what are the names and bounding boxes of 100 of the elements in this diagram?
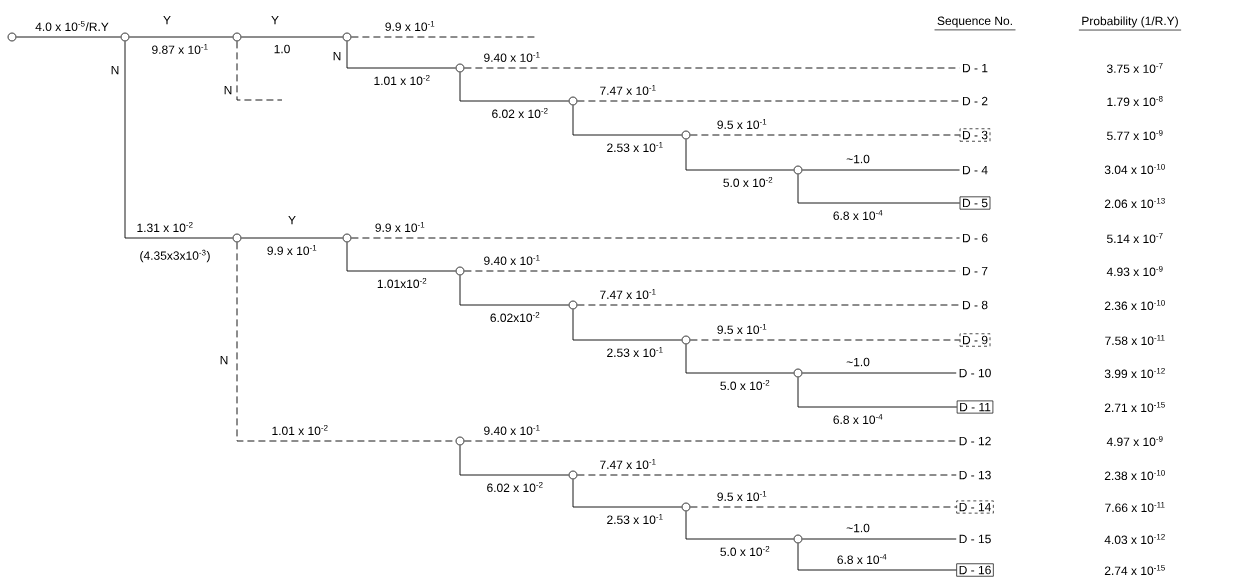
probability-label: 6.8 x 10$^{-4}$ bbox=[835, 553, 889, 565]
branch-line bbox=[236, 40, 283, 101]
probability-label: 6.02x10$^{-2}$ bbox=[488, 311, 542, 324]
probability-value: 3.99 x 10$^{-12}$ bbox=[1104, 368, 1165, 379]
branch-line bbox=[572, 308, 683, 341]
branch-line bbox=[346, 40, 457, 69]
probability-label: ~1.0 bbox=[845, 153, 871, 165]
branch-label: N bbox=[220, 355, 228, 365]
branch-line bbox=[572, 104, 683, 136]
branch-point bbox=[568, 96, 578, 106]
probability-value: 2.74 x 10$^{-15}$ bbox=[1104, 565, 1165, 575]
start-point bbox=[7, 32, 17, 42]
branch-line bbox=[459, 71, 570, 102]
probability-label: 5.0 x 10$^{-2}$ bbox=[718, 545, 772, 558]
probability-label: 9.5 x 10$^{-1}$ bbox=[715, 323, 769, 335]
branch-label: Y bbox=[271, 15, 279, 25]
sequence-label: D - 1 bbox=[963, 63, 988, 73]
branch-line bbox=[240, 237, 344, 239]
sequence-label: D - 6 bbox=[963, 233, 988, 243]
branch-line bbox=[350, 237, 960, 239]
branch-point bbox=[793, 368, 803, 378]
probability-label: 9.87 x 10$^{-1}$ bbox=[150, 43, 210, 55]
probability-label: 1.01x10$^{-2}$ bbox=[375, 277, 429, 290]
probability-label: 5.0 x 10$^{-2}$ bbox=[718, 379, 772, 392]
probability-value: 2.38 x 10$^{-10}$ bbox=[1104, 470, 1165, 481]
probability-label: 9.40 x 10$^{-1}$ bbox=[482, 424, 542, 436]
probability-value: 1.79 x 10$^{-8}$ bbox=[1107, 96, 1163, 107]
branch-point bbox=[455, 266, 465, 276]
probability-label: ~1.0 bbox=[845, 522, 871, 534]
column-header: Probability (1/R.Y) bbox=[1078, 16, 1182, 31]
branch-point bbox=[455, 63, 465, 73]
probability-value: 2.06 x 10$^{-13}$ bbox=[1104, 198, 1165, 209]
branch-line bbox=[459, 444, 570, 476]
probability-value: 7.66 x 10$^{-11}$ bbox=[1105, 502, 1165, 512]
branch-line bbox=[124, 40, 234, 239]
branch-line bbox=[128, 36, 234, 38]
probability-value: 5.14 x 10$^{-7}$ bbox=[1107, 233, 1163, 243]
branch-label: Y bbox=[163, 15, 171, 25]
branch-point bbox=[793, 534, 803, 544]
branch-line bbox=[801, 169, 960, 171]
sequence-label: D - 13 bbox=[959, 470, 991, 480]
branch-line bbox=[801, 538, 957, 540]
branch-line bbox=[797, 376, 958, 408]
branch-point bbox=[342, 32, 352, 42]
probability-value: 4.03 x 10$^{-12}$ bbox=[1104, 534, 1165, 545]
branch-point bbox=[455, 436, 465, 446]
sequence-label: D - 8 bbox=[963, 300, 988, 310]
probability-label: 5.0 x 10$^{-2}$ bbox=[721, 176, 775, 189]
probability-label: 6.02 x 10$^{-2}$ bbox=[485, 481, 545, 494]
branch-line bbox=[572, 478, 683, 508]
branch-point bbox=[342, 233, 352, 243]
sequence-box: D - 11 bbox=[956, 400, 994, 414]
probability-label: 9.5 x 10$^{-1}$ bbox=[715, 118, 769, 130]
probability-label: 1.01 x 10$^{-2}$ bbox=[270, 424, 330, 437]
probability-label: 6.8 x 10$^{-4}$ bbox=[831, 413, 885, 425]
probability-value: 2.71 x 10$^{-15}$ bbox=[1104, 402, 1165, 412]
probability-value: 4.97 x 10$^{-9}$ bbox=[1106, 436, 1163, 447]
branch-point bbox=[681, 130, 691, 140]
probability-label: 7.47 x 10$^{-1}$ bbox=[598, 288, 658, 300]
sequence-label: D - 2 bbox=[963, 96, 988, 106]
branch-line bbox=[463, 270, 960, 272]
branch-line bbox=[797, 173, 961, 204]
probability-label: 2.53 x 10$^{-1}$ bbox=[605, 513, 665, 525]
probability-label: 6.02 x 10$^{-2}$ bbox=[490, 107, 550, 120]
branch-line bbox=[463, 67, 960, 69]
branch-line bbox=[689, 506, 957, 508]
branch-line bbox=[685, 510, 795, 540]
probability-value: 2.36 x 10$^{-10}$ bbox=[1104, 300, 1165, 311]
probability-label: 9.40 x 10$^{-1}$ bbox=[482, 51, 542, 63]
probability-value: 7.58 x 10$^{-11}$ bbox=[1105, 335, 1165, 345]
branch-point bbox=[681, 502, 691, 512]
branch-line bbox=[801, 372, 957, 374]
probability-label: 1.31 x 10$^{-2}$ bbox=[135, 221, 195, 234]
branch-label: N bbox=[224, 85, 232, 95]
probability-label: 9.5 x 10$^{-1}$ bbox=[715, 490, 769, 502]
probability-label: 2.53 x 10$^{-1}$ bbox=[605, 346, 665, 358]
probability-label: 7.47 x 10$^{-1}$ bbox=[598, 84, 658, 96]
branch-point bbox=[120, 32, 130, 42]
branch-line bbox=[689, 339, 961, 341]
branch-point bbox=[232, 32, 242, 42]
branch-line bbox=[685, 343, 795, 374]
branch-line bbox=[797, 542, 957, 571]
sequence-box: D - 16 bbox=[956, 563, 994, 577]
branch-line bbox=[463, 440, 957, 442]
probability-value: 3.04 x 10$^{-10}$ bbox=[1104, 164, 1165, 175]
branch-line bbox=[689, 134, 961, 136]
branch-label: N bbox=[111, 65, 119, 75]
sequence-box: D - 9 bbox=[959, 333, 991, 347]
branch-line bbox=[240, 36, 344, 38]
branch-point bbox=[568, 470, 578, 480]
probability-label: 9.9 x 10$^{-1}$ bbox=[383, 20, 437, 32]
sequence-box: D - 14 bbox=[956, 500, 994, 514]
probability-label: 9.9 x 10$^{-1}$ bbox=[373, 221, 427, 233]
column-header: Sequence No. bbox=[934, 16, 1016, 31]
probability-value: 4.93 x 10$^{-9}$ bbox=[1106, 266, 1163, 277]
probability-label: 7.47 x 10$^{-1}$ bbox=[598, 458, 658, 470]
branch-line bbox=[576, 474, 957, 476]
probability-label: 4.0 x 10$^{-5}$/R.Y bbox=[34, 20, 110, 32]
branch-point bbox=[793, 165, 803, 175]
branch-line bbox=[576, 304, 960, 306]
